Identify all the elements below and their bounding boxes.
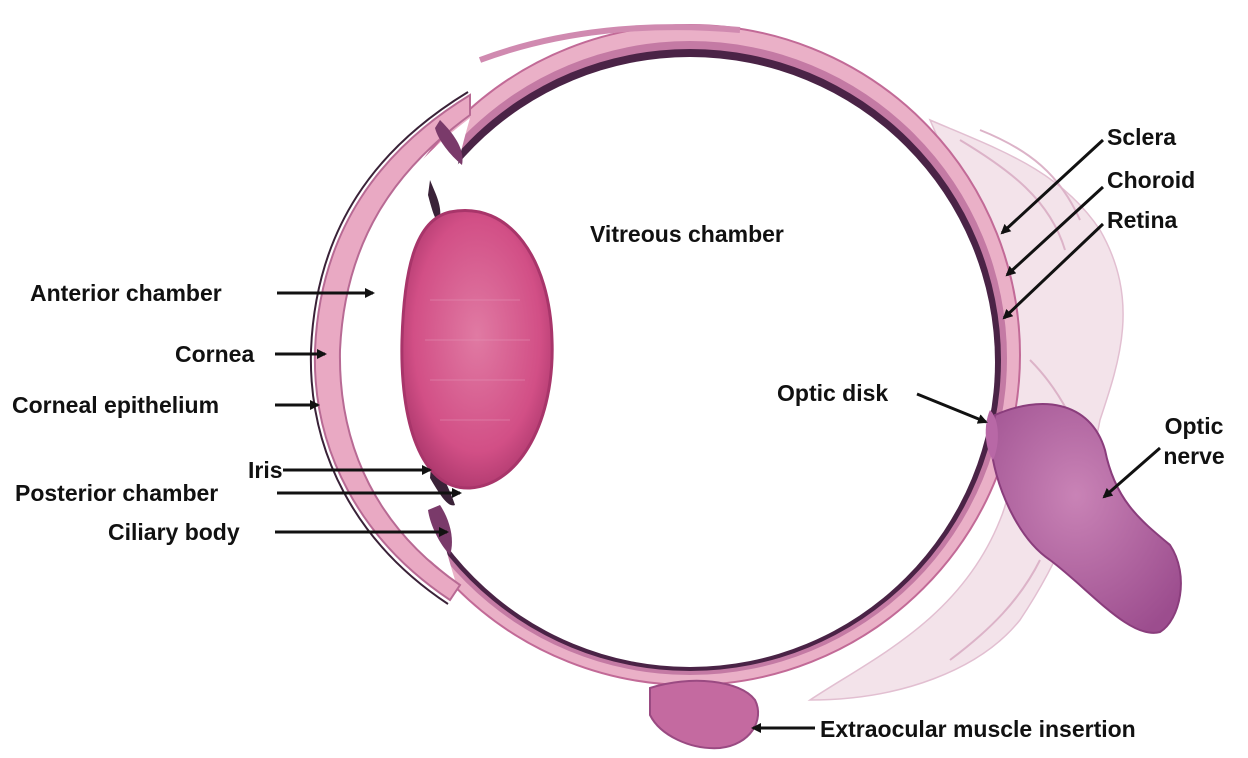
label-choroid: Choroid (1107, 167, 1195, 193)
label-optic-disk: Optic disk (777, 380, 888, 406)
label-retina: Retina (1107, 207, 1177, 233)
label-extraocular-muscle: Extraocular muscle insertion (820, 716, 1136, 742)
label-iris: Iris (248, 457, 283, 483)
label-corneal-epithelium: Corneal epithelium (12, 392, 219, 418)
label-cornea: Cornea (175, 341, 254, 367)
extraocular-muscle-shape (650, 681, 758, 748)
label-optic-nerve-line1: Optic (1160, 413, 1228, 439)
arrow-optic-nerve (1104, 448, 1160, 497)
label-posterior-chamber: Posterior chamber (15, 480, 218, 506)
label-ciliary-body: Ciliary body (108, 519, 240, 545)
label-vitreous-chamber: Vitreous chamber (590, 221, 784, 247)
label-optic-nerve-line2: nerve (1160, 443, 1228, 469)
lens-shape (402, 210, 552, 488)
label-sclera: Sclera (1107, 124, 1176, 150)
label-anterior-chamber: Anterior chamber (30, 280, 222, 306)
